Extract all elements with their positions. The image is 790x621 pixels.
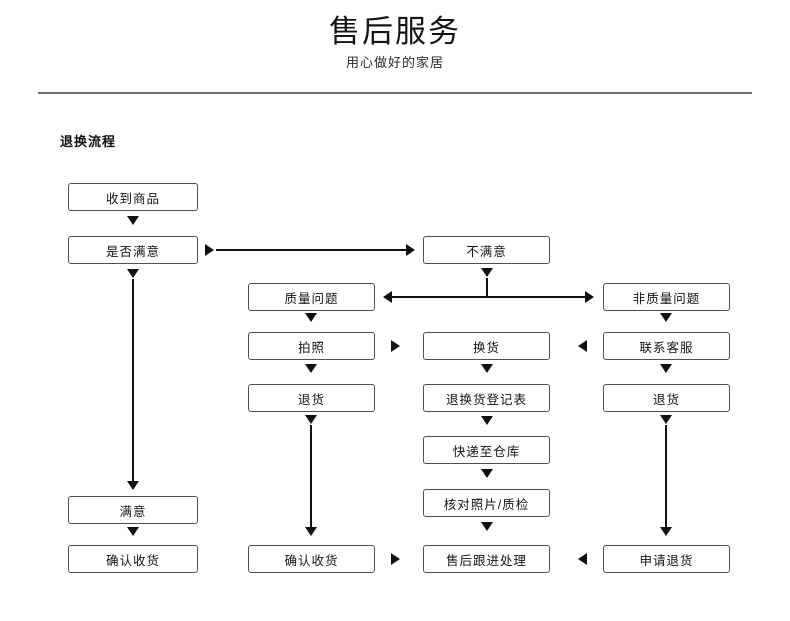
page-subtitle: 用心做好的家居 <box>345 55 444 70</box>
connector-arrow-into-non-quality <box>585 291 594 303</box>
connector-arrow-exchange-form-to-ship-warehouse <box>481 416 493 425</box>
connector-arrow-into-quality-issue <box>383 291 392 303</box>
flow-node-ship-warehouse[interactable]: 快递至仓库 <box>423 436 550 464</box>
header-divider <box>38 92 752 94</box>
connector-arrow-satisfied-to-confirm-c1 <box>127 527 139 536</box>
flow-node-received[interactable]: 收到商品 <box>68 183 198 211</box>
section-heading: 退换流程 <box>60 134 117 149</box>
connector-arrow-into-confirm-c2 <box>305 527 317 536</box>
flow-node-confirm-c2[interactable]: 确认收货 <box>248 545 375 573</box>
connector-arrow-contact-support-to-return-c4 <box>660 364 672 373</box>
connector-arrow-confirm-c2-to-after-sales <box>391 553 400 565</box>
connector-arrow-into-dissatisfied <box>406 244 415 256</box>
flow-node-satisfied-q[interactable]: 是否满意 <box>68 236 198 264</box>
connector-arrow-take-photo-to-exchange <box>391 340 400 352</box>
connector-arrow-return-c2-down <box>305 415 317 424</box>
connector-line-satisfied-q-to-dissatisfied <box>216 249 406 251</box>
flow-node-non-quality[interactable]: 非质量问题 <box>603 283 730 311</box>
connector-arrow-into-apply-refund <box>660 527 672 536</box>
flow-node-exchange[interactable]: 换货 <box>423 332 550 360</box>
connector-arrow-quality-issue-to-take-photo <box>305 313 317 322</box>
flow-node-return-goods-c4[interactable]: 退货 <box>603 384 730 412</box>
connector-line-return-c4-to-apply-refund <box>665 425 667 530</box>
connector-arrow-take-photo-to-return-c2 <box>305 364 317 373</box>
connector-arrow-apply-refund-to-after-sales <box>578 553 587 565</box>
connector-arrow-satisfied-q-out <box>205 244 214 256</box>
flow-node-satisfied[interactable]: 满意 <box>68 496 198 524</box>
flow-node-confirm-c1[interactable]: 确认收货 <box>68 545 198 573</box>
flow-node-take-photo[interactable]: 拍照 <box>248 332 375 360</box>
connector-arrow-contact-support-to-exchange <box>578 340 587 352</box>
connector-arrow-into-satisfied <box>127 481 139 490</box>
flow-node-after-sales[interactable]: 售后跟进处理 <box>423 545 550 573</box>
connector-arrow-dissatisfied-down <box>481 268 493 277</box>
connector-arrow-received-to-satisfied-q <box>127 216 139 225</box>
flow-node-return-goods-c2[interactable]: 退货 <box>248 384 375 412</box>
flow-node-verify-photo-qc[interactable]: 核对照片/质检 <box>423 489 550 517</box>
connector-arrow-return-c4-down <box>660 415 672 424</box>
flow-node-apply-refund[interactable]: 申请退货 <box>603 545 730 573</box>
connector-line-satisfied-q-to-satisfied <box>132 279 134 485</box>
connector-line-return-c2-to-confirm-c2 <box>310 425 312 530</box>
flow-node-exchange-form[interactable]: 退换货登记表 <box>423 384 550 412</box>
connector-bus-branch <box>392 296 588 298</box>
connector-line-dissatisfied-to-bus <box>486 278 488 297</box>
connector-arrow-satisfied-q-down <box>127 269 139 278</box>
flow-node-quality-issue[interactable]: 质量问题 <box>248 283 375 311</box>
connector-arrow-verify-to-after-sales <box>481 522 493 531</box>
connector-arrow-non-quality-to-contact-support <box>660 313 672 322</box>
connector-arrow-exchange-to-exchange-form <box>481 364 493 373</box>
flow-node-contact-support[interactable]: 联系客服 <box>603 332 730 360</box>
flow-node-dissatisfied[interactable]: 不满意 <box>423 236 550 264</box>
connector-arrow-ship-warehouse-to-verify <box>481 469 493 478</box>
page-title: 售后服务 <box>329 14 461 49</box>
